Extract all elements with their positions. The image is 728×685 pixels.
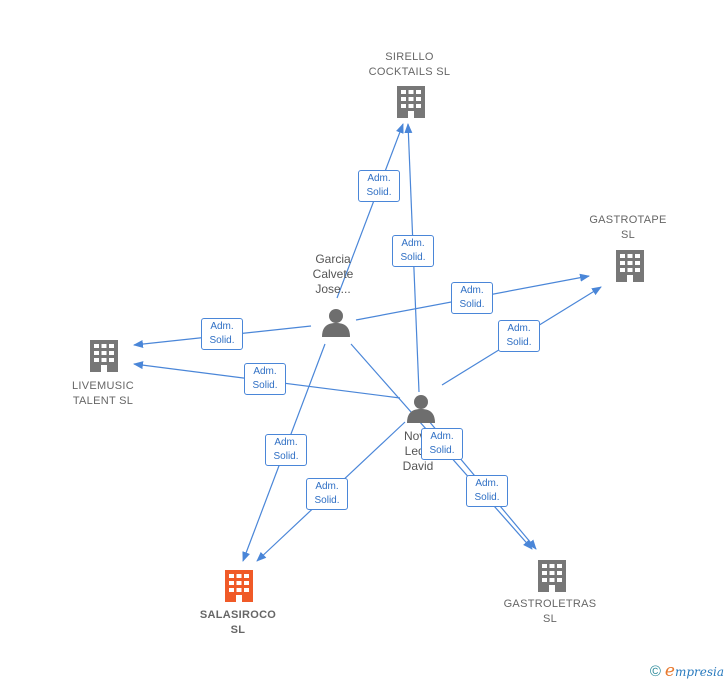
empresia-watermark: ©empresia <box>650 661 724 681</box>
edge-label-novo-livemusic[interactable]: Adm. Solid. <box>244 363 286 395</box>
edge-label-novo-salasiroco[interactable]: Adm. Solid. <box>306 478 348 510</box>
edge-role: Adm. <box>460 285 484 296</box>
company-name-line: SL <box>230 624 246 636</box>
edge-label-garcia-gastroletras[interactable]: Adm. Solid. <box>421 428 463 460</box>
company-salasiroco-label[interactable]: SALASIROCO SL <box>182 608 294 638</box>
building-icon <box>397 86 425 118</box>
person-name-line: Calvete <box>312 267 354 281</box>
building-icon <box>90 340 118 372</box>
edge-garcia-sirello <box>336 123 404 299</box>
edge-role-type: Solid. <box>209 335 235 346</box>
edge-role: Adm. <box>367 173 391 184</box>
edge-role-type: Solid. <box>252 380 278 391</box>
edge-role: Adm. <box>253 366 277 377</box>
edge-role: Adm. <box>475 478 499 489</box>
company-name-line: LIVEMUSIC <box>72 380 134 392</box>
edge-label-novo-sirello[interactable]: Adm. Solid. <box>392 235 434 267</box>
edge-label-garcia-salasiroco[interactable]: Adm. Solid. <box>265 434 307 466</box>
company-name-line: COCKTAILS SL <box>368 66 451 78</box>
company-name-line: SL <box>542 613 558 625</box>
company-name-line: TALENT SL <box>72 395 134 407</box>
edge-role: Adm. <box>401 238 425 249</box>
company-name-line: SALASIROCO <box>199 609 277 621</box>
edge-label-garcia-livemusic[interactable]: Adm. Solid. <box>201 318 243 350</box>
edge-role-type: Solid. <box>429 445 455 456</box>
company-name-line: GASTROTAPE <box>589 214 667 226</box>
company-name-line: SIRELLO <box>385 51 434 63</box>
company-name-line: SL <box>620 229 636 241</box>
edge-role-type: Solid. <box>314 495 340 506</box>
building-icon <box>616 250 644 282</box>
company-gastrotape-label[interactable]: GASTROTAPE SL <box>572 213 684 243</box>
edge-role: Adm. <box>315 481 339 492</box>
building-icon <box>538 560 566 592</box>
edge-label-garcia-gastrotape[interactable]: Adm. Solid. <box>451 282 493 314</box>
person-garcia-label[interactable]: Garcia Calvete Jose... <box>290 252 376 297</box>
edge-role: Adm. <box>274 437 298 448</box>
edge-role-type: Solid. <box>366 187 392 198</box>
edge-role-type: Solid. <box>459 299 485 310</box>
edge-label-novo-gastrotape[interactable]: Adm. Solid. <box>498 320 540 352</box>
company-name-line: GASTROLETRAS <box>503 598 597 610</box>
person-name-line: Jose... <box>315 282 351 296</box>
person-icon <box>407 395 435 423</box>
person-icon <box>322 309 350 337</box>
company-gastroletras-label[interactable]: GASTROLETRAS SL <box>490 597 610 627</box>
edge-role-type: Solid. <box>273 451 299 462</box>
person-name-line: David <box>402 459 434 473</box>
edge-label-garcia-sirello[interactable]: Adm. Solid. <box>358 170 400 202</box>
copyright-icon: © <box>649 663 661 680</box>
edge-role-type: Solid. <box>474 492 500 503</box>
edge-role-type: Solid. <box>506 337 532 348</box>
edge-role-type: Solid. <box>400 252 426 263</box>
company-sirello-label[interactable]: SIRELLO COCKTAILS SL <box>352 50 467 80</box>
brand-name: mpresia <box>674 665 724 679</box>
edge-role: Adm. <box>430 431 454 442</box>
edge-role: Adm. <box>507 323 531 334</box>
edge-role: Adm. <box>210 321 234 332</box>
person-name-line: Garcia <box>315 252 351 266</box>
brand-initial: e <box>664 661 675 681</box>
company-livemusic-label[interactable]: LIVEMUSIC TALENT SL <box>48 379 158 409</box>
building-icon <box>225 570 253 602</box>
edge-label-novo-gastroletras[interactable]: Adm. Solid. <box>466 475 508 507</box>
